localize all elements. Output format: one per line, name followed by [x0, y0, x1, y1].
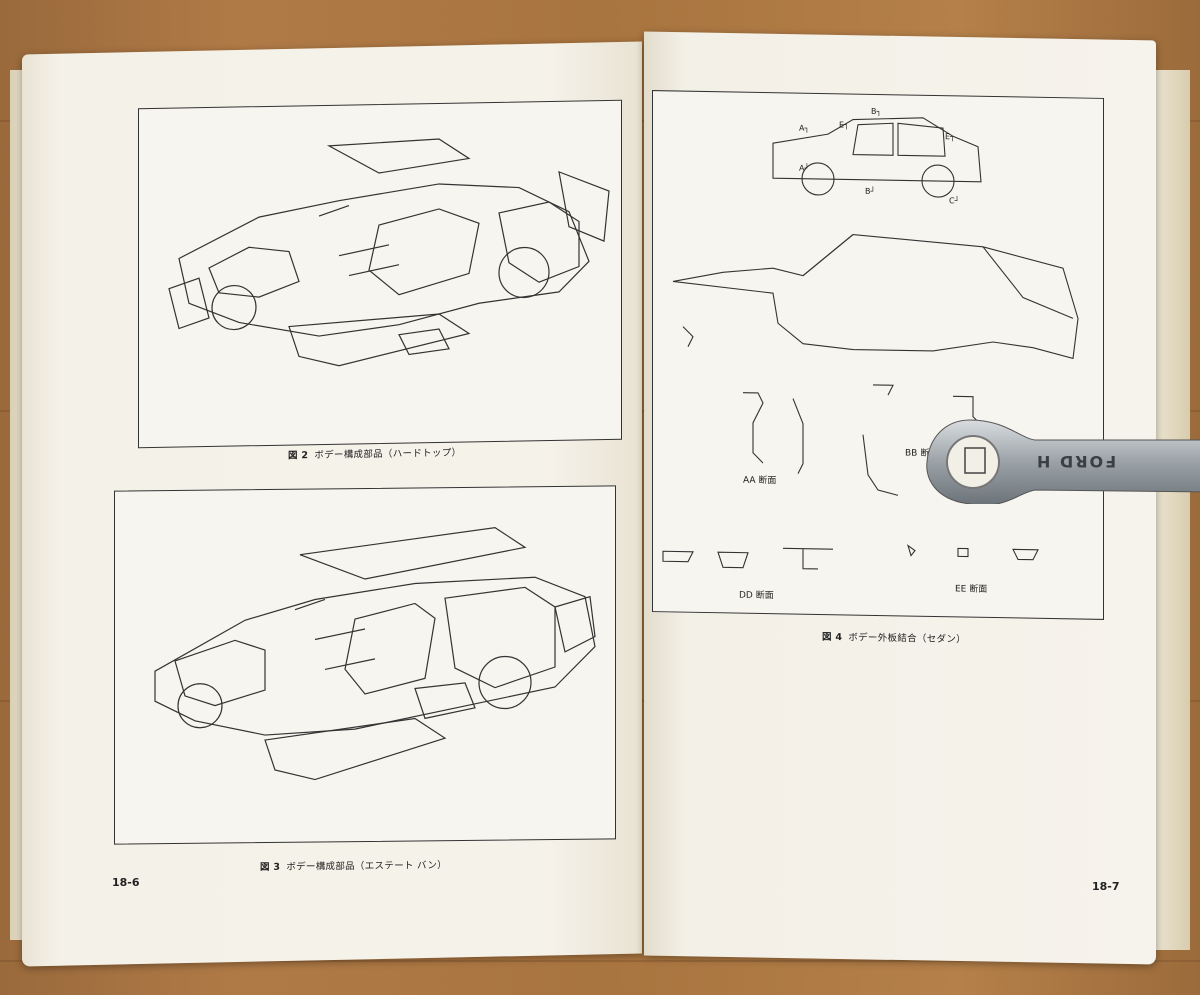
book-edge-right — [1150, 70, 1190, 950]
callout-a-bottom: A — [799, 163, 805, 173]
hardtop-body-illustration — [168, 138, 610, 367]
callout-e-left: E — [839, 120, 845, 130]
figure-4-title: ボデー外板結合（セダン） — [848, 632, 966, 646]
figure-4-number: 図 4 — [822, 631, 843, 644]
section-dd-label: DD 断面 — [739, 590, 774, 602]
right-page-number: 18-7 — [1092, 880, 1120, 893]
figure-3-caption: 図 3 ボデー構成部品（エステート バン） — [260, 857, 447, 873]
figure-2-frame — [138, 99, 622, 449]
callout-c: C — [949, 196, 955, 206]
callout-a-top: A — [799, 123, 805, 133]
callout-b-top: B — [871, 106, 877, 116]
figure-2-number: 図 2 — [288, 450, 309, 462]
figure-4-frame: A┐ A┘ B┐ B┘ C┘ E┐ E┐ AA 断面 BB 断面 DD 断面 E… — [652, 90, 1104, 620]
callout-e-right: E — [945, 132, 951, 142]
callout-b-bottom: B — [865, 186, 871, 196]
section-ee-label: EE 断面 — [955, 584, 988, 595]
figure-4-caption: 図 4 ボデー外板結合（セダン） — [822, 629, 966, 646]
wrench-tool: FORD H — [925, 418, 1200, 506]
sedan-panel-joints-illustration — [662, 117, 1079, 570]
left-page-number: 18-6 — [112, 876, 140, 889]
figure-3-number: 図 3 — [260, 861, 281, 873]
estate-van-body-illustration — [154, 527, 596, 781]
figure-3-frame — [114, 485, 616, 845]
figure-3-title: ボデー構成部品（エステート バン） — [286, 860, 447, 873]
section-aa-label: AA 断面 — [743, 475, 777, 487]
wrench-marking: FORD H — [1035, 452, 1117, 471]
